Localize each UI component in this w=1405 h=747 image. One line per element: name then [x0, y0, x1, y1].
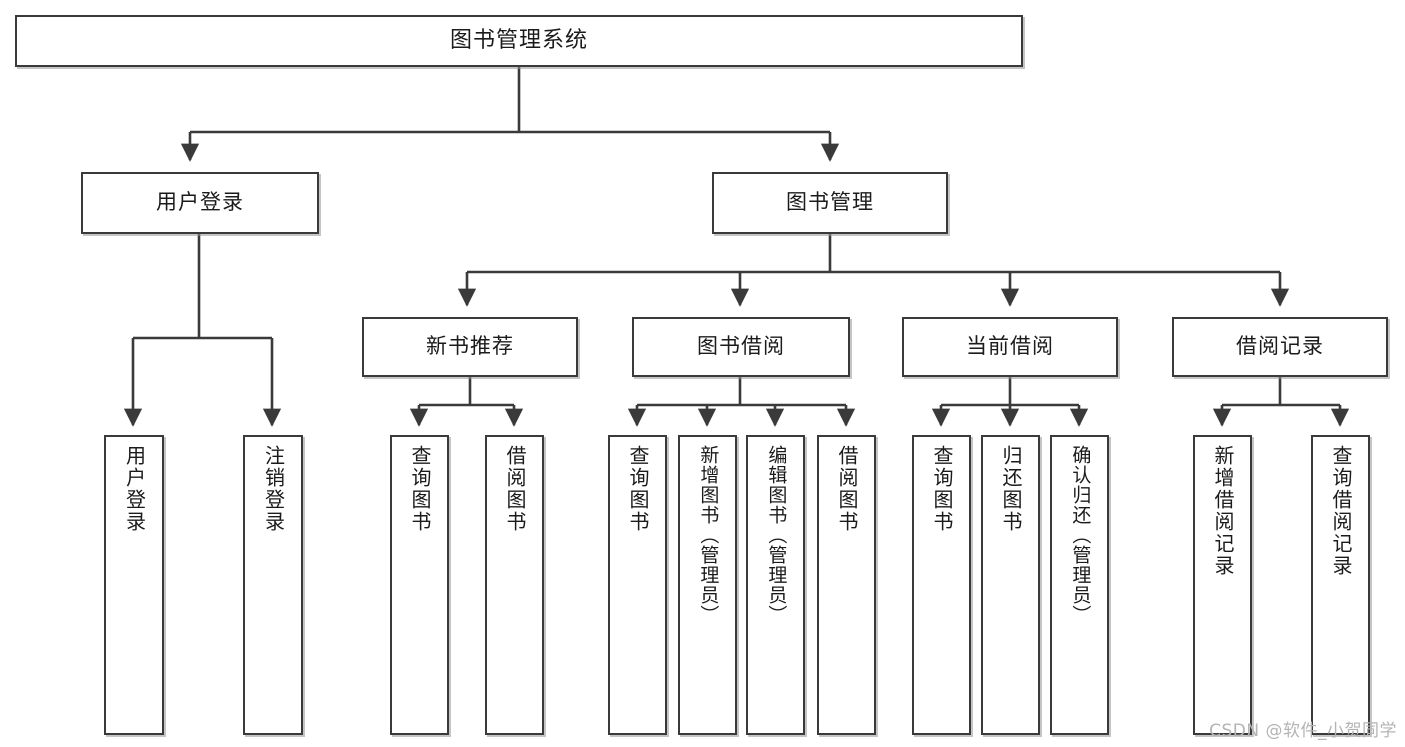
node-root-library-system[interactable]: 图书管理系统 [15, 15, 1023, 67]
leaf-newbook-query-book[interactable]: 查询图书 [390, 435, 449, 735]
node-book-management-label: 图书管理 [786, 190, 874, 215]
leaf-current-return-book[interactable]: 归还图书 [981, 435, 1040, 735]
leaf-newbook-query-book-label: 查询图书 [408, 445, 432, 533]
leaf-newbook-borrow-book[interactable]: 借阅图书 [485, 435, 544, 735]
leaf-record-query-record-label: 查询借阅记录 [1329, 445, 1353, 577]
node-current-borrow-label: 当前借阅 [966, 334, 1054, 359]
leaf-borrow-edit-book-admin[interactable]: 编辑图书（管理员） [746, 435, 805, 735]
leaf-borrow-add-book-admin-label: 新增图书（管理员） [697, 445, 720, 625]
leaf-record-add-record[interactable]: 新增借阅记录 [1193, 435, 1252, 735]
leaf-borrow-add-book-admin[interactable]: 新增图书（管理员） [678, 435, 737, 735]
node-user-login[interactable]: 用户登录 [81, 172, 319, 234]
csdn-watermark: CSDN @软件_小贺同学 [1209, 721, 1397, 741]
leaf-borrow-borrow-book[interactable]: 借阅图书 [817, 435, 876, 735]
leaf-borrow-borrow-book-label: 借阅图书 [835, 445, 859, 533]
leaf-current-confirm-return-admin-label: 确认归还（管理员） [1069, 445, 1092, 625]
leaf-borrow-query-book[interactable]: 查询图书 [608, 435, 667, 735]
leaf-newbook-borrow-book-label: 借阅图书 [503, 445, 527, 533]
leaf-record-query-record[interactable]: 查询借阅记录 [1311, 435, 1370, 735]
leaf-borrow-edit-book-admin-label: 编辑图书（管理员） [765, 445, 788, 625]
leaf-borrow-query-book-label: 查询图书 [626, 445, 650, 533]
node-borrow-record[interactable]: 借阅记录 [1172, 317, 1388, 377]
node-user-login-label: 用户登录 [156, 190, 244, 215]
node-borrow-record-label: 借阅记录 [1236, 334, 1324, 359]
leaf-current-confirm-return-admin[interactable]: 确认归还（管理员） [1050, 435, 1109, 735]
leaf-user-login-signout-label: 注销登录 [261, 445, 286, 533]
leaf-current-query-book[interactable]: 查询图书 [912, 435, 971, 735]
leaf-record-add-record-label: 新增借阅记录 [1211, 445, 1235, 577]
leaf-current-return-book-label: 归还图书 [999, 445, 1023, 533]
leaf-user-login-signin-label: 用户登录 [122, 445, 147, 533]
node-book-borrow[interactable]: 图书借阅 [632, 317, 850, 377]
node-new-book-recommend[interactable]: 新书推荐 [362, 317, 578, 377]
leaf-current-query-book-label: 查询图书 [930, 445, 954, 533]
node-new-book-recommend-label: 新书推荐 [426, 334, 514, 359]
node-book-management[interactable]: 图书管理 [712, 172, 948, 234]
leaf-user-login-signout[interactable]: 注销登录 [243, 435, 303, 735]
node-book-borrow-label: 图书借阅 [697, 334, 785, 359]
node-current-borrow[interactable]: 当前借阅 [902, 317, 1118, 377]
node-root-label: 图书管理系统 [449, 27, 588, 53]
leaf-user-login-signin[interactable]: 用户登录 [104, 435, 164, 735]
